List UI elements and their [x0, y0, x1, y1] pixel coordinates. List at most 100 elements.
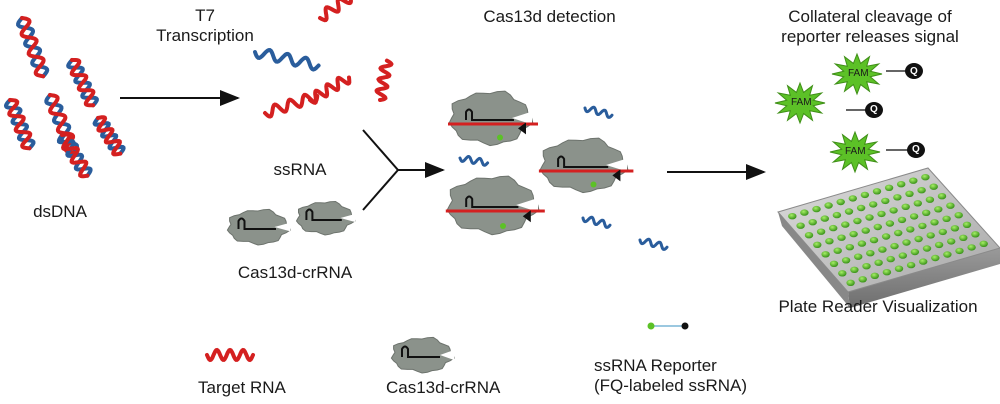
plate-well: [934, 241, 944, 249]
plate-well: [959, 234, 968, 241]
collateral-line2: reporter releases signal: [781, 27, 959, 46]
plate-well: [925, 196, 935, 203]
plate-well: [926, 232, 935, 239]
protein-cleft: [516, 198, 538, 212]
crrna-strand: [465, 108, 514, 121]
dsdna-helix: [16, 16, 50, 79]
plate-left-side: [778, 212, 850, 308]
fam-reporters: [774, 52, 925, 174]
plate-well: [866, 250, 875, 257]
plate-well: [930, 219, 939, 226]
plate-well: [850, 266, 859, 273]
plate-well: [877, 210, 886, 218]
plate-well: [841, 221, 850, 228]
plate-well: [902, 239, 911, 246]
plate-well: [829, 260, 839, 267]
plate-well: [962, 221, 972, 228]
plate-well: [882, 269, 892, 276]
crrna-strand: [401, 345, 440, 358]
fam-label-2: FAM: [791, 97, 812, 108]
t7-label: T7 Transcription: [140, 6, 270, 46]
ssrna-blue-strand: [253, 47, 321, 72]
plate-well: [788, 213, 797, 220]
plate-well: [897, 216, 907, 224]
plate-well: [909, 213, 919, 220]
protein-cleft: [340, 214, 355, 222]
plate-well: [812, 205, 821, 213]
plate-well: [856, 204, 866, 212]
dna-strand-red: [60, 132, 90, 179]
plate-well: [846, 279, 855, 286]
ssrna-label: ssRNA: [273, 160, 327, 179]
ssrna-red-strand: [318, 0, 353, 23]
plate-well: [881, 233, 891, 240]
plate-well: [890, 242, 899, 250]
plate-well: [796, 222, 805, 229]
fluorophore-dot: [497, 134, 503, 141]
legend-reporter-line2: (FQ-labeled ssRNA): [594, 376, 748, 395]
plate-well: [947, 238, 956, 245]
legend-reporter-line1: ssRNA Reporter: [594, 356, 717, 375]
plate-well: [885, 220, 895, 227]
crrna-strand: [237, 217, 276, 230]
plate-well: [894, 265, 904, 272]
plate-well: [837, 234, 846, 241]
plate-well: [979, 240, 988, 247]
dna-strand-red: [96, 115, 123, 157]
cleavage-site: [612, 169, 621, 182]
legend-reporter-label: ssRNA Reporter (FQ-labeled ssRNA): [594, 356, 747, 396]
cas13d-detection-label: Cas13d detection: [483, 7, 616, 26]
cas13d-complex-free: [295, 200, 356, 236]
dsdna-helix: [92, 115, 126, 157]
cas13d-protein: [539, 137, 629, 194]
fam-starburst: [774, 81, 826, 125]
plate-well: [943, 251, 952, 258]
fam-reporter: [831, 52, 923, 96]
plate-well: [813, 241, 822, 248]
dsdna-label: dsDNA: [33, 202, 87, 221]
plate-well: [878, 246, 887, 253]
plate-well: [937, 193, 947, 200]
fam-reporter: [774, 81, 883, 125]
cas13d-complex-active: [538, 137, 634, 194]
protein-cleft: [606, 158, 627, 172]
plate-well: [922, 245, 932, 252]
cleavage-site: [518, 122, 526, 135]
plate-well: [898, 252, 907, 259]
protein-cleft: [512, 111, 532, 125]
quencher-label-1: Q: [910, 66, 918, 77]
plate-well: [854, 253, 863, 260]
fluorophore-dot: [590, 181, 597, 188]
quencher-bead: [907, 142, 925, 158]
plate-well: [918, 222, 927, 230]
plate-well: [971, 231, 980, 238]
cas13d-crrna-label: Cas13d-crRNA: [237, 263, 353, 282]
plate-well: [849, 230, 858, 238]
plate-well: [844, 208, 854, 215]
plate-well: [821, 251, 830, 258]
t7-label-line2: Transcription: [156, 26, 254, 45]
plate-well: [946, 202, 955, 209]
merge-arrow-lower: [362, 169, 399, 211]
plate-well: [906, 226, 915, 233]
dsdna-helix: [66, 58, 99, 108]
plate-well: [955, 247, 964, 255]
merge-arrow-upper: [362, 129, 399, 171]
plate-well: [800, 209, 809, 216]
fluorophore-dot: [647, 322, 655, 330]
plate-well: [910, 248, 920, 256]
dna-strand-red: [7, 98, 33, 151]
legend-cas13d-crrna-label: Cas13d-crRNA: [386, 378, 501, 397]
cas13d-protein: [448, 90, 534, 147]
dsdna-helix: [56, 132, 93, 179]
fam-starburst: [831, 52, 883, 96]
cas13d-complex-free: [226, 208, 291, 246]
plate-front-side: [848, 248, 1000, 308]
plate-well: [934, 206, 943, 213]
plate-well: [829, 224, 838, 232]
plate-well: [870, 272, 879, 279]
plate-well: [865, 214, 874, 221]
plate-well: [816, 228, 826, 235]
